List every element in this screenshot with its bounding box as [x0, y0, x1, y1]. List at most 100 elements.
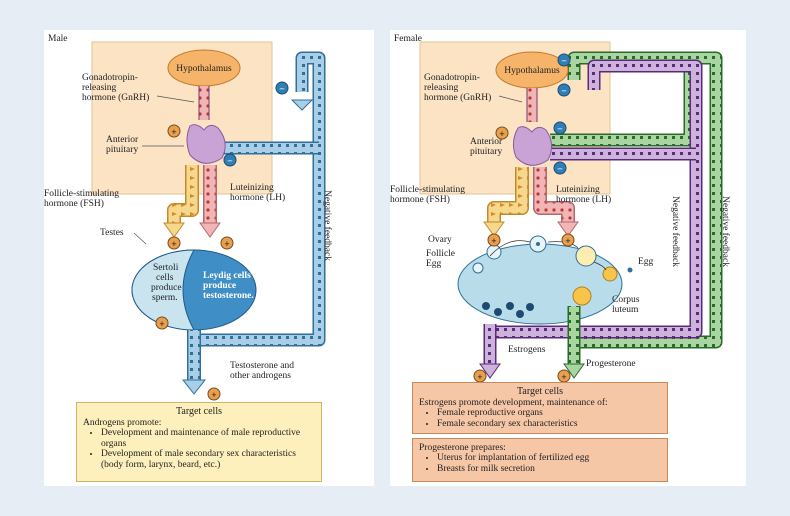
lh-label-1: Luteinizing: [230, 183, 274, 193]
plus-marker-target: +: [207, 387, 221, 401]
plus-marker-lh: +: [220, 236, 234, 250]
ovary-label: Ovary: [428, 235, 452, 245]
pituitary-label-1: Anterior: [470, 137, 503, 147]
hypothalamus-label: Hypothalamus: [504, 66, 560, 76]
minus-marker-pituitary-2: −: [553, 161, 567, 175]
gnrh-label-2: releasing: [82, 83, 117, 93]
minus-marker-pituitary-1: −: [553, 121, 567, 135]
svg-text:+: +: [171, 128, 176, 138]
minus-marker-hypothalamus: −: [275, 81, 289, 95]
svg-text:+: +: [499, 130, 504, 140]
lh-label-1: Luteinizing: [556, 185, 600, 195]
progesterone-item: Uterus for implantation of fertilized eg…: [437, 453, 661, 464]
minus-marker-pituitary: −: [223, 153, 237, 167]
svg-text:−: −: [279, 85, 284, 95]
leydig-label-2: produce: [203, 281, 236, 291]
pituitary-label-2: pituitary: [470, 147, 502, 157]
male-diagram: Male Negative feedback Hypothalamus Gona…: [44, 34, 333, 401]
svg-text:−: −: [561, 57, 566, 67]
male-target-item: Development of male secondary sex charac…: [101, 449, 315, 470]
fsh-arrowhead: [163, 222, 185, 238]
gnrh-label-1: Gonadotropin-: [82, 73, 138, 83]
svg-text:+: +: [159, 320, 164, 330]
negative-feedback-label-2: Negative feedback: [720, 196, 731, 267]
plus-marker-lh: +: [561, 233, 575, 247]
estrogen-arrowhead: [479, 363, 501, 379]
svg-text:+: +: [224, 240, 229, 250]
gnrh-label-2: releasing: [424, 83, 459, 93]
minus-marker-hypothalamus-2: −: [557, 83, 571, 97]
svg-text:+: +: [561, 373, 566, 383]
testosterone-label-2: other androgens: [230, 371, 291, 381]
fsh-arrow: [168, 165, 198, 225]
plus-marker-fsh: +: [167, 236, 181, 250]
anterior-pituitary: [186, 124, 226, 164]
gnrh-label-1: Gonadotropin-: [424, 73, 480, 83]
female-target-intro: Estrogens promote development, maintenan…: [419, 398, 608, 408]
corpus-luteum-label-1: Corpus: [612, 295, 640, 305]
progesterone-intro: Progesterone prepares:: [419, 443, 506, 453]
lh-arrow: [534, 167, 574, 224]
feedback-arrowhead-hypothalamus: [290, 99, 314, 111]
sertoli-label-2: cells: [156, 273, 174, 283]
leydig-label-3: testosterone.: [203, 291, 254, 301]
testes-label: Testes: [100, 228, 124, 238]
fsh-arrow: [488, 167, 528, 224]
progesterone-item: Breasts for milk secretion: [437, 464, 661, 475]
egg-label-right: Egg: [638, 257, 654, 267]
lh-arrowhead: [199, 222, 221, 238]
male-target-title: Target cells: [175, 406, 223, 417]
testosterone-label-1: Testosterone and: [230, 361, 294, 371]
minus-marker-hypothalamus-1: −: [557, 53, 571, 67]
female-target-item: Female secondary sex characteristics: [437, 419, 661, 430]
svg-text:−: −: [227, 157, 232, 167]
fsh-label-1: Follicle-stimulating: [44, 189, 119, 199]
anterior-pituitary: [512, 126, 552, 166]
corpus-luteum-label-2: luteum: [612, 305, 639, 315]
sertoli-label-3: produce: [151, 283, 182, 293]
hypothalamus-label: Hypothalamus: [176, 64, 232, 74]
male-panel: Male Negative feedback Hypothalamus Gona…: [44, 30, 374, 486]
svg-text:+: +: [477, 373, 482, 383]
male-target-list: Development and maintenance of male repr…: [83, 428, 315, 470]
female-diagram: Female Negative feedback Negative feedba…: [390, 34, 731, 383]
negative-feedback-label: Negative feedback: [322, 190, 333, 261]
svg-text:−: −: [557, 165, 562, 175]
fsh-label-2: hormone (FSH): [390, 194, 450, 205]
female-target-cells-box: Target cells Estrogens promote developme…: [412, 382, 668, 434]
negative-feedback-label-1: Negative feedback: [670, 196, 681, 267]
follicle-label: Follicle: [426, 249, 455, 259]
male-target-intro: Androgens promote:: [83, 418, 162, 428]
plus-marker-fsh: +: [487, 233, 501, 247]
gnrh-leader-line: [498, 95, 523, 103]
svg-text:+: +: [171, 240, 176, 250]
sertoli-label-4: sperm.: [152, 293, 178, 303]
progesterone-arrowhead: [563, 363, 585, 379]
progesterone-label: Progesterone: [586, 359, 636, 369]
female-target-item: Female reproductive organs: [437, 408, 661, 419]
testes-leader-line: [133, 232, 147, 245]
svg-text:+: +: [211, 391, 216, 401]
lh-arrowhead: [557, 221, 579, 237]
gnrh-leader-line: [156, 95, 195, 103]
pituitary-label-2: pituitary: [106, 145, 138, 155]
svg-text:+: +: [565, 237, 570, 247]
fsh-label-2: hormone (FSH): [44, 198, 104, 209]
fsh-arrowhead: [483, 221, 505, 237]
female-target-list: Female reproductive organs Female second…: [419, 408, 661, 429]
male-panel-label: Male: [48, 34, 68, 44]
progesterone-to-hypothalamus: [569, 53, 690, 80]
ovary: [457, 243, 623, 325]
estrogens-label: Estrogens: [508, 345, 546, 355]
gnrh-label-3: hormone (GnRH): [424, 92, 491, 103]
plus-marker-pituitary: +: [495, 126, 509, 140]
fsh-label-1: Follicle-stimulating: [390, 185, 465, 195]
sertoli-label-1: Sertoli: [153, 263, 179, 273]
female-panel-label: Female: [394, 34, 422, 44]
lh-label-2: hormone (LH): [230, 192, 285, 203]
lh-label-2: hormone (LH): [556, 194, 611, 205]
egg-label-left: Egg: [426, 259, 442, 269]
svg-text:−: −: [557, 125, 562, 135]
gnrh-label-3: hormone (GnRH): [82, 92, 149, 103]
progesterone-list: Uterus for implantation of fertilized eg…: [419, 453, 661, 474]
